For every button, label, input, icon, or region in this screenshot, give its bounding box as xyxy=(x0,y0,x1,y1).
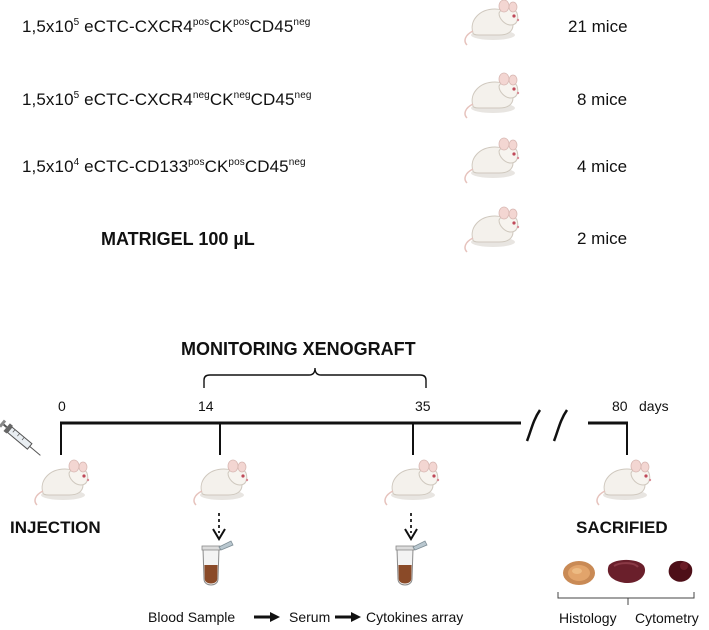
mouse-icon xyxy=(193,459,249,506)
organ-icon xyxy=(668,560,693,582)
group-count: 4 mice xyxy=(577,157,628,176)
timeline-title: MONITORING XENOGRAFT xyxy=(181,339,416,359)
timeline-break xyxy=(525,409,542,442)
mouse-icon xyxy=(464,137,520,184)
group-label: 1,5x104 eCTC-CD133posCKposCD45neg xyxy=(22,157,306,176)
mouse-icon xyxy=(464,0,520,46)
blood-sample-label: Blood Sample xyxy=(148,609,236,625)
tube-icon xyxy=(201,540,234,586)
monitoring-brace xyxy=(203,367,427,388)
organ-icon xyxy=(563,561,595,585)
cytokines-label: Cytokines array xyxy=(366,609,464,625)
injection-label: INJECTION xyxy=(10,518,101,537)
arrow-icon xyxy=(270,612,280,622)
control-label: MATRIGEL 100 µL xyxy=(101,229,255,249)
mouse-icon xyxy=(384,459,440,506)
group-label: 1,5x105 eCTC-CXCR4posCKposCD45neg xyxy=(22,17,311,36)
tick-label-35: 35 xyxy=(415,398,431,414)
sacrificed-label: SACRIFIED xyxy=(576,518,668,537)
cytometry-label: Cytometry xyxy=(635,610,699,626)
arrow-icon xyxy=(212,528,226,541)
group-label: 1,5x105 eCTC-CXCR4negCKnegCD45neg xyxy=(22,90,312,109)
histology-label: Histology xyxy=(559,610,617,626)
arrow-icon xyxy=(351,612,361,622)
control-count: 2 mice xyxy=(577,229,628,248)
unit-label: days xyxy=(639,398,669,414)
tick-label-14: 14 xyxy=(198,398,214,414)
timeline-break xyxy=(552,409,569,442)
tick-label-80: 80 xyxy=(612,398,628,414)
syringe-icon xyxy=(0,419,41,456)
bottom-bracket xyxy=(557,592,695,599)
tube-icon xyxy=(395,540,428,586)
tick-label-0: 0 xyxy=(58,398,66,414)
serum-label: Serum xyxy=(289,609,331,625)
group-count: 8 mice xyxy=(577,90,628,109)
mouse-icon xyxy=(464,72,520,119)
mouse-icon xyxy=(34,459,90,506)
mouse-icon xyxy=(596,459,652,506)
organ-icon xyxy=(607,559,646,583)
arrow-icon xyxy=(404,528,418,541)
group-count: 21 mice xyxy=(568,17,628,36)
mouse-icon xyxy=(464,206,520,253)
